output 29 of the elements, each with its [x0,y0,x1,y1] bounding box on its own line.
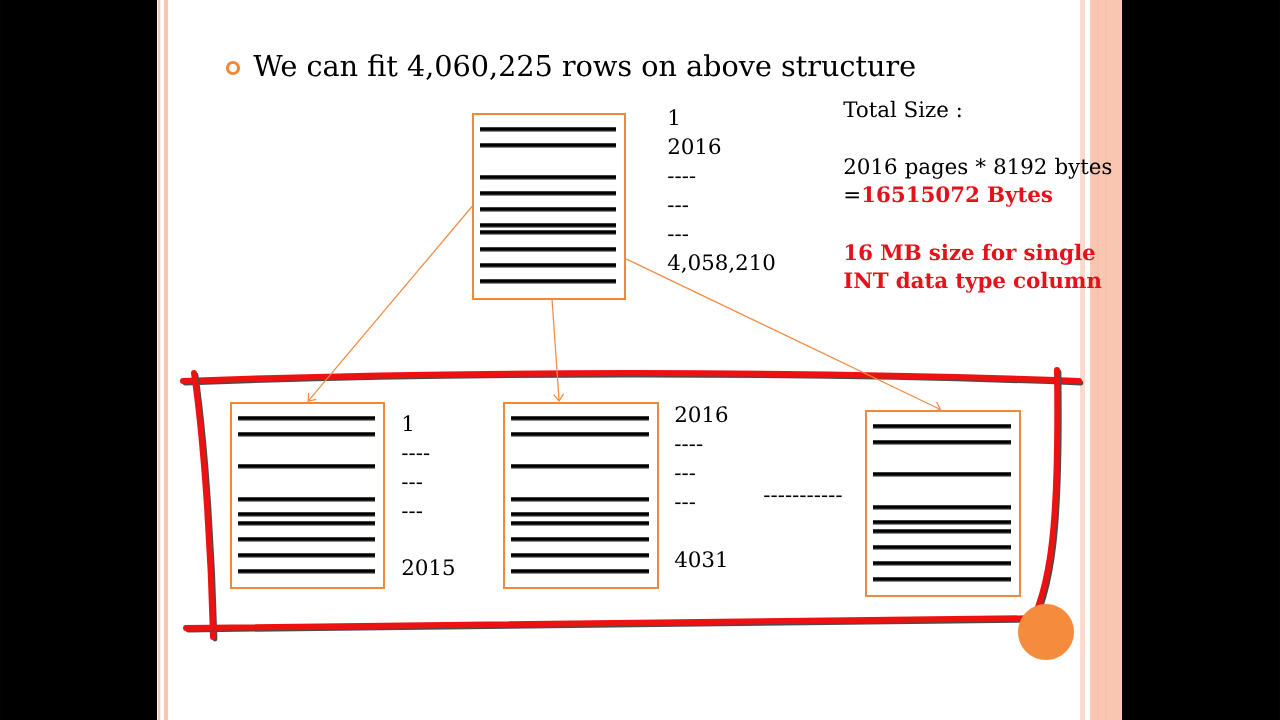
row-label: --- [675,473,695,476]
row-label: 2015 [402,559,454,576]
row-label: 1 [403,415,412,431]
row-label: --- [402,482,422,485]
arrow [551,299,565,402]
heading: We can fit 4,060,225 rows on above structure [253,54,915,80]
row-label: --- [402,511,422,514]
page-box [503,402,659,589]
arrow [625,258,942,412]
row-label: --- [675,502,695,505]
page-box [472,113,626,300]
size-formula: 2016 pages * 8192 bytes =16515072 Bytes [844,157,1112,207]
page-box [230,402,385,589]
row-label: 4031 [674,551,726,568]
row-label: 4,058,210 [667,254,775,273]
row-label: ---- [402,453,430,456]
row-label: --- [668,234,688,237]
note-text: 16 MB size for single INT data type column [844,243,1102,293]
ellipsis-dashes: ----------- [764,495,842,498]
page-box [865,410,1021,597]
row-label: ---- [675,444,703,447]
row-label: 2016 [668,138,721,155]
row-label: 2016 [675,406,728,423]
row-label: ---- [668,176,696,179]
arrow [307,205,473,402]
size-heading: Total Size : [843,100,961,118]
row-label: 1 [669,109,678,125]
hand-drawn-frame [180,367,1084,642]
row-label: --- [668,205,688,208]
